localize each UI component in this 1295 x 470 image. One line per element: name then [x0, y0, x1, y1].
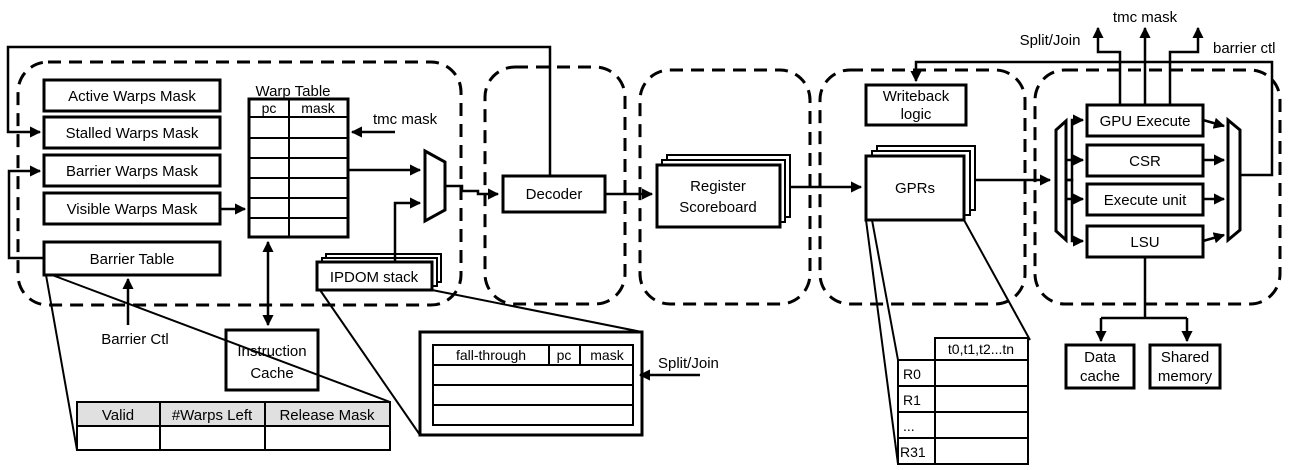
svg-text:CSR: CSR: [1129, 153, 1161, 170]
register-stage-outline: [818, 68, 1027, 306]
svg-text:cache: cache: [1080, 368, 1120, 385]
svg-text:Release Mask: Release Mask: [279, 407, 375, 424]
barrier-table-to-mask-wire: [7, 165, 44, 260]
ipdom-detail: fall-through pc mask: [418, 330, 644, 437]
register-scoreboard: Register Scoreboard: [655, 154, 791, 229]
decoder: Decoder: [501, 174, 607, 214]
barrier-warps-mask: Barrier Warps Mask: [42, 153, 222, 188]
tmc-mask-output-label: tmc mask: [1113, 9, 1178, 26]
svg-text:Shared: Shared: [1161, 349, 1209, 366]
stalled-warps-mask: Stalled Warps Mask: [42, 115, 222, 150]
svg-text:Stalled Warps Mask: Stalled Warps Mask: [66, 125, 199, 142]
svg-text:Scoreboard: Scoreboard: [679, 199, 757, 216]
svg-text:t0,t1,t2...tn: t0,t1,t2...tn: [948, 341, 1014, 357]
svg-text:#Warps Left: #Warps Left: [172, 407, 253, 424]
barrier-ctl-output-label: barrier ctl: [1213, 40, 1276, 57]
svg-text:Active Warps Mask: Active Warps Mask: [68, 88, 196, 105]
active-warps-mask: Active Warps Mask: [42, 78, 222, 113]
svg-text:R31: R31: [900, 444, 926, 460]
split-join-output-label: Split/Join: [1020, 32, 1081, 49]
gprs: GPRs: [864, 145, 976, 222]
svg-text:IPDOM stack: IPDOM stack: [330, 269, 419, 286]
svg-text:GPRs: GPRs: [895, 180, 935, 197]
gpu-execute-unit: GPU Execute: [1085, 103, 1205, 138]
ipdom-split-join-label: Split/Join: [658, 355, 719, 372]
execute-mux: [1226, 116, 1242, 244]
writeback-logic: Writeback logic: [864, 83, 968, 127]
shared-memory: Shared memory: [1148, 343, 1222, 390]
decoder-feedback-wire: [6, 45, 552, 176]
svg-text:R0: R0: [903, 366, 921, 382]
writeback-feedback-wire: [910, 60, 1274, 177]
execute-stage-outline: [1033, 68, 1282, 306]
svg-text:mask: mask: [590, 347, 624, 363]
svg-text:...: ...: [903, 418, 915, 434]
barrier-table: Barrier Table: [42, 240, 222, 277]
svg-text:Barrier Table: Barrier Table: [90, 251, 175, 268]
visible-warps-mask: Visible Warps Mask: [42, 191, 222, 226]
ipdom-stack: IPDOM stack: [315, 253, 442, 292]
barrier-ctl-input-label: Barrier Ctl: [101, 331, 169, 348]
svg-text:Decoder: Decoder: [526, 186, 583, 203]
svg-text:Writeback: Writeback: [883, 88, 950, 105]
svg-text:Visible Warps Mask: Visible Warps Mask: [67, 201, 198, 218]
svg-text:GPU Execute: GPU Execute: [1100, 113, 1191, 130]
warp-table: pc mask: [247, 97, 350, 239]
data-cache: Data cache: [1064, 343, 1136, 390]
svg-text:Instruction: Instruction: [237, 343, 306, 360]
gpr-detail-table: t0,t1,t2...tn R0 R1 ... R31: [897, 337, 1029, 465]
svg-text:fall-through: fall-through: [456, 347, 526, 363]
svg-text:Valid: Valid: [102, 407, 134, 424]
csr-unit: CSR: [1085, 143, 1205, 178]
svg-text:Barrier Warps Mask: Barrier Warps Mask: [66, 163, 198, 180]
issue-stage-outline: [638, 68, 812, 306]
warp-table-title: Warp Table: [255, 83, 330, 100]
svg-text:LSU: LSU: [1130, 234, 1159, 251]
decode-stage-outline: [483, 65, 627, 306]
barrier-table-detail: Valid #Warps Left Release Mask: [76, 401, 391, 451]
svg-text:Data: Data: [1084, 349, 1116, 366]
svg-text:pc: pc: [557, 347, 572, 363]
execute-demux: [1054, 117, 1068, 244]
fetch-mux: [423, 148, 447, 224]
svg-text:Cache: Cache: [250, 365, 293, 382]
instruction-cache: Instruction Cache: [224, 328, 320, 392]
lsu-unit: LSU: [1085, 224, 1205, 259]
svg-text:memory: memory: [1158, 368, 1213, 385]
svg-text:pc: pc: [262, 100, 277, 116]
svg-text:R1: R1: [903, 392, 921, 408]
fetch-stage-outline: [16, 60, 463, 307]
tmc-mask-input-label: tmc mask: [373, 111, 438, 128]
svg-text:logic: logic: [901, 106, 932, 123]
svg-text:mask: mask: [301, 100, 335, 116]
svg-text:Execute unit: Execute unit: [1104, 192, 1187, 209]
execute-unit: Execute unit: [1085, 182, 1205, 217]
svg-text:Register: Register: [690, 178, 746, 195]
